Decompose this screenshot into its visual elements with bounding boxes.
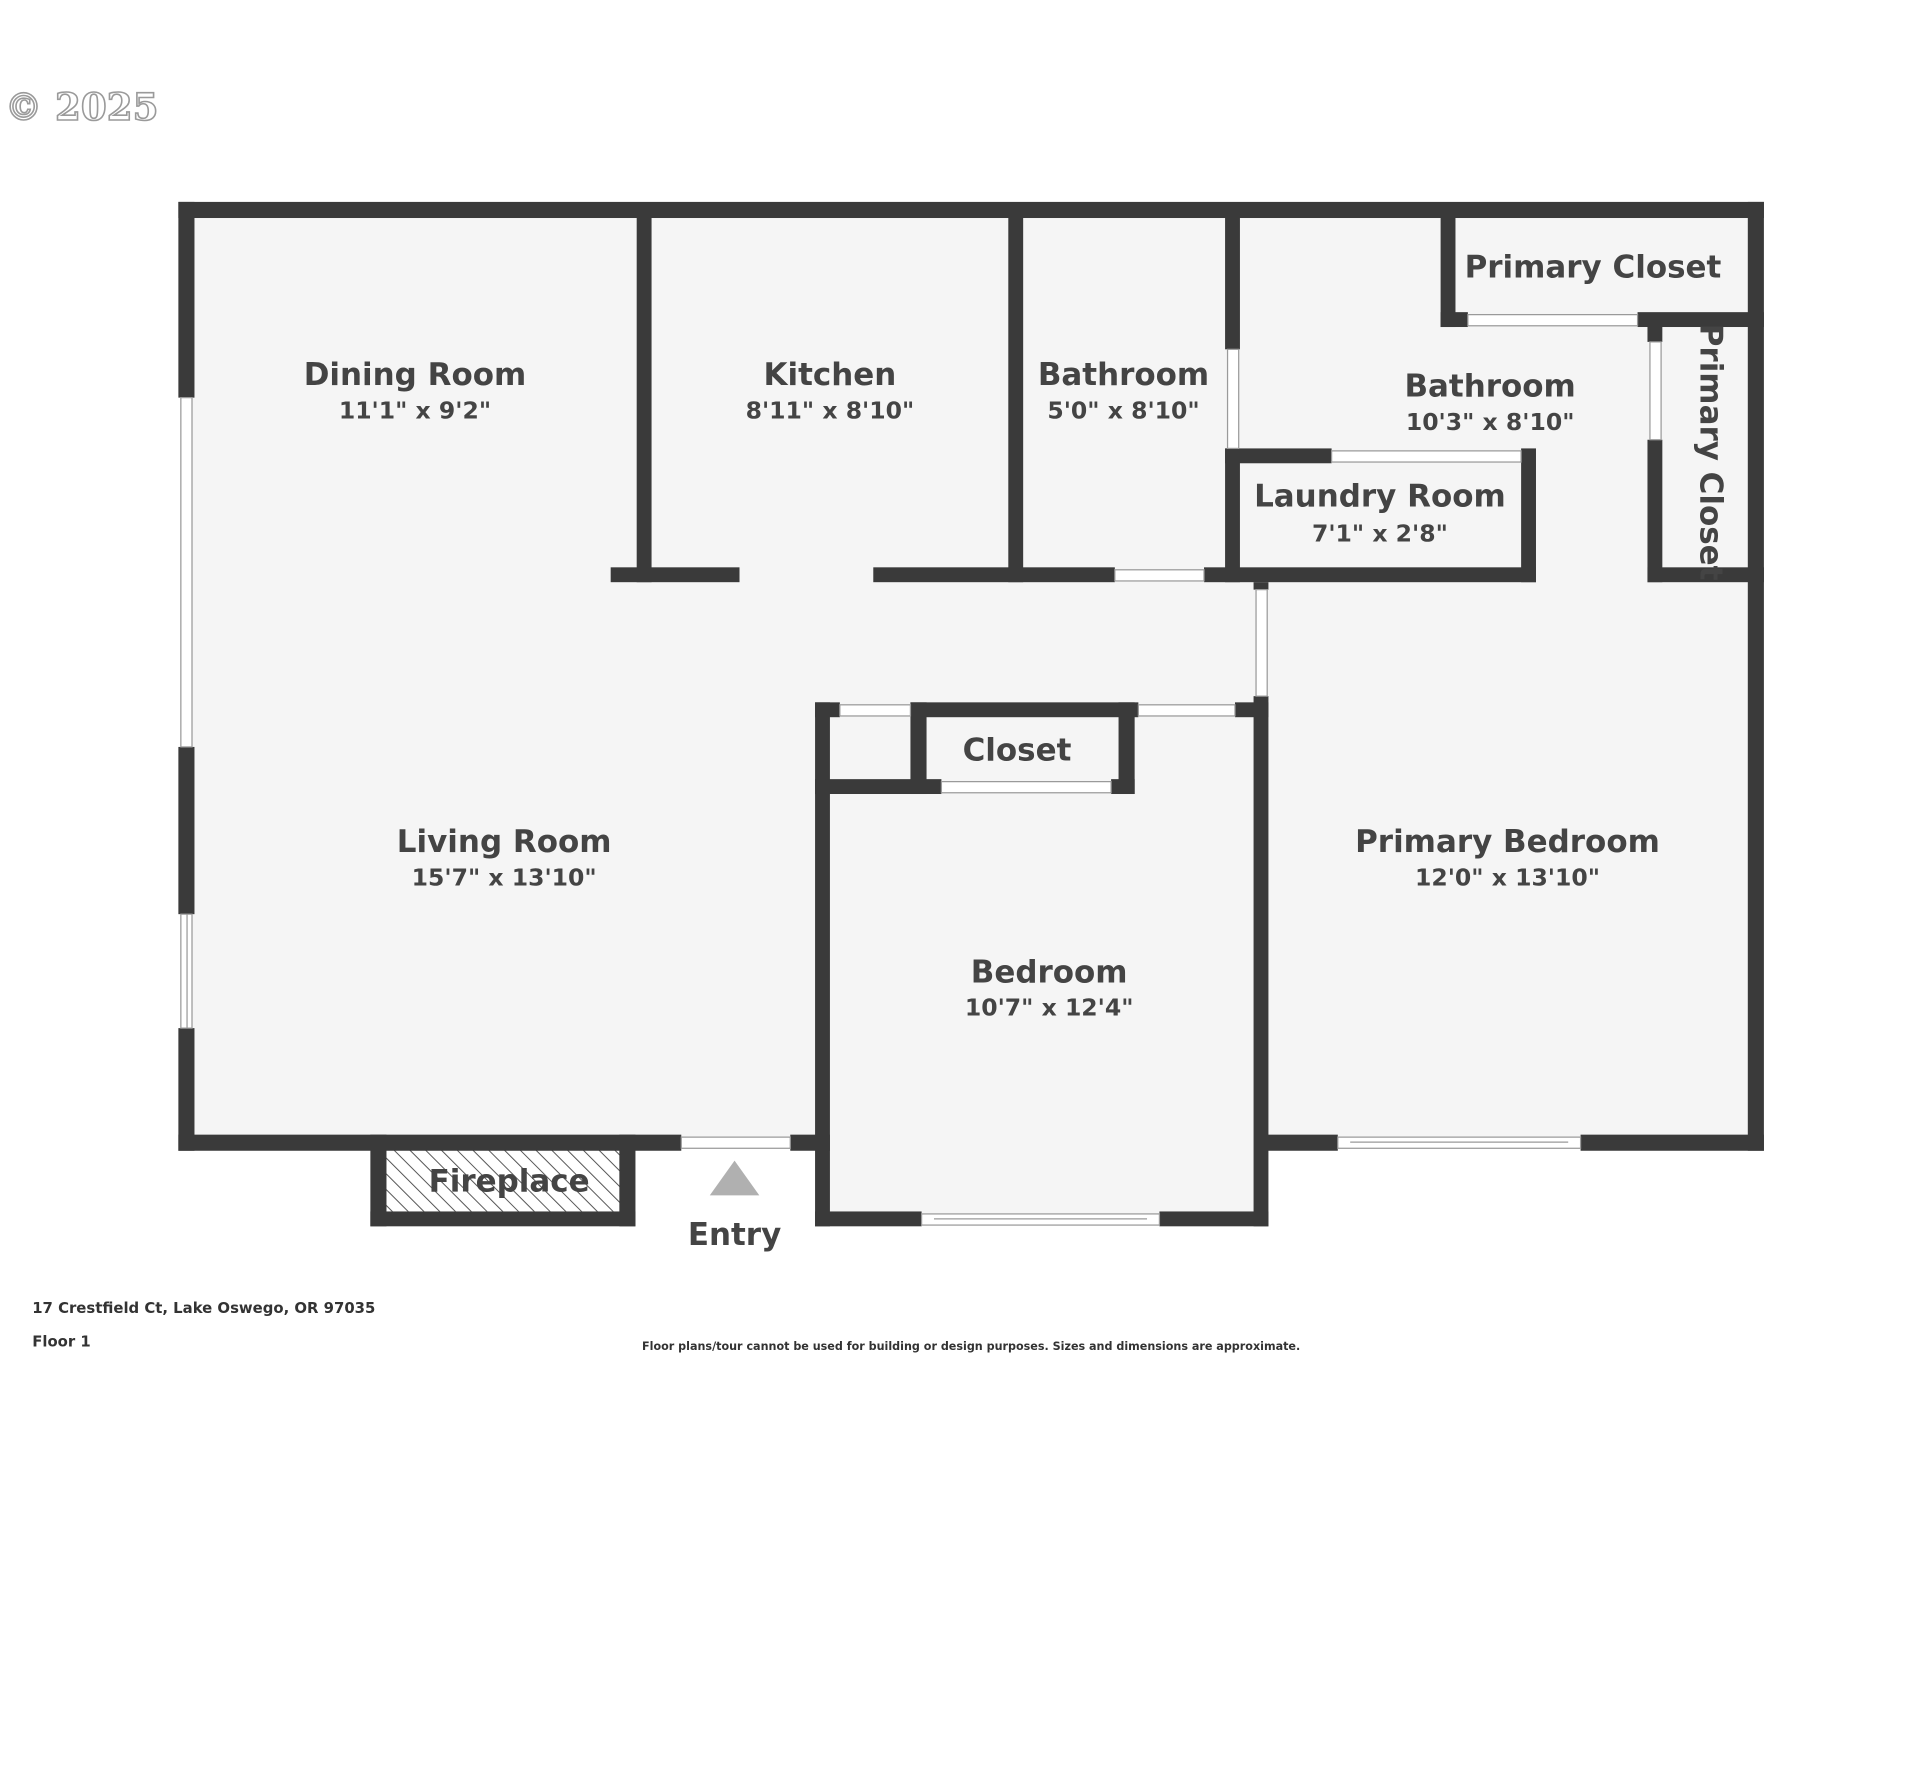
room-name: Fireplace	[429, 1164, 590, 1200]
room-name: Primary Bedroom	[1355, 824, 1660, 860]
room-dimensions: 10'3" x 8'10"	[1406, 408, 1575, 436]
room-dimensions: 15'7" x 13'10"	[412, 864, 597, 892]
room-primary-closet-1: Primary Closet	[1465, 249, 1722, 285]
window-inner-lines	[186, 914, 1569, 1220]
walls	[178, 201, 1764, 1227]
room-name: Kitchen	[764, 357, 897, 393]
room-name: Primary Closet	[1693, 324, 1729, 581]
door-closet	[940, 781, 1112, 794]
copyright-watermark: © 2025	[5, 85, 159, 129]
door-closet-1	[1467, 314, 1639, 327]
door-entry	[680, 1136, 791, 1149]
door-bedroom-right	[1137, 704, 1236, 717]
room-name: Dining Room	[304, 357, 527, 393]
room-kitchen: Kitchen 8'11" x 8'10"	[746, 357, 915, 424]
room-dimensions: 11'1" x 9'2"	[339, 397, 491, 425]
room-bedroom: Bedroom 10'7" x 12'4"	[965, 954, 1134, 1021]
footer-address: 17 Crestfield Ct, Lake Oswego, OR 97035	[32, 1299, 376, 1317]
door-laundry	[1330, 450, 1522, 463]
room-dimensions: 5'0" x 8'10"	[1047, 397, 1199, 425]
room-dimensions: 7'1" x 2'8"	[1312, 519, 1448, 547]
room-dimensions: 8'11" x 8'10"	[746, 397, 915, 425]
door-bath-1	[1114, 569, 1205, 582]
window-left-lower	[180, 913, 193, 1029]
room-primary-closet-2: Primary Closet	[1693, 324, 1729, 581]
room-bathroom-1: Bathroom 5'0" x 8'10"	[1038, 357, 1209, 424]
door-bedroom-primary	[1255, 589, 1268, 697]
window-bedroom	[920, 1213, 1161, 1226]
room-dining: Dining Room 11'1" x 9'2"	[304, 357, 527, 424]
room-dimensions: 10'7" x 12'4"	[965, 994, 1134, 1022]
entry-arrow-icon	[709, 1160, 760, 1196]
room-fireplace: Fireplace	[429, 1164, 590, 1200]
fireplace-hatch	[383, 1149, 621, 1212]
door-closet-2	[1649, 341, 1662, 441]
room-primary-bedroom: Primary Bedroom 12'0" x 13'10"	[1355, 824, 1660, 891]
room-laundry: Laundry Room 7'1" x 2'8"	[1254, 479, 1506, 548]
floor-bedroom	[822, 711, 1261, 1219]
floor-areas	[185, 210, 1757, 1219]
window-left-upper	[180, 397, 193, 748]
floor-plan: © 2025	[4, 84, 1764, 1253]
room-dimensions: 12'0" x 13'10"	[1415, 864, 1600, 892]
room-closet: Closet	[963, 733, 1072, 769]
room-name: Living Room	[397, 824, 612, 860]
door-bath-2	[1226, 348, 1240, 450]
room-name: Closet	[963, 733, 1072, 769]
door-bedroom-top	[839, 704, 912, 717]
entry-label: Entry	[688, 1217, 781, 1253]
room-living: Living Room 15'7" x 13'10"	[397, 824, 612, 891]
room-name: Bedroom	[971, 954, 1128, 990]
footer-disclaimer: Floor plans/tour cannot be used for buil…	[642, 1341, 1301, 1354]
room-bathroom-2: Bathroom 10'3" x 8'10"	[1404, 368, 1575, 435]
room-name: Laundry Room	[1254, 479, 1506, 515]
footer-floor: Floor 1	[32, 1332, 91, 1351]
room-name: Bathroom	[1404, 368, 1575, 404]
room-name: Primary Closet	[1465, 249, 1722, 285]
room-name: Bathroom	[1038, 357, 1209, 393]
